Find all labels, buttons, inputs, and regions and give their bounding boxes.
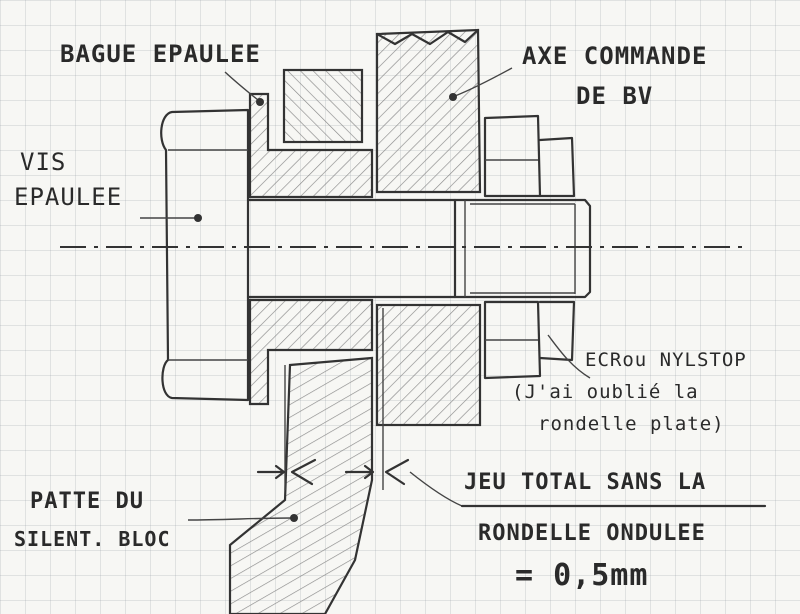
gearbox-control-shaft-bottom bbox=[375, 303, 482, 427]
label-jeu-line3: = 0,5mm bbox=[515, 558, 648, 593]
label-jeu-line1: JEU TOTAL SANS LA bbox=[464, 470, 706, 495]
gearbox-control-shaft-top bbox=[375, 28, 482, 194]
leader-dot-bushing bbox=[256, 98, 264, 106]
label-ecrou-line1: ECRou NYLSTOP bbox=[585, 349, 747, 371]
label-patte-line1: PATTE DU bbox=[30, 489, 144, 514]
screw-thread bbox=[453, 198, 592, 299]
leader-dot-tab bbox=[290, 514, 298, 522]
clearance-dimension-arrows bbox=[256, 458, 410, 486]
leader-lines bbox=[140, 67, 591, 522]
label-bague-epaulee: BAGUE EPAULEE bbox=[60, 40, 261, 68]
label-ecrou-line3: rondelle plate) bbox=[538, 413, 725, 435]
upper-block bbox=[282, 68, 364, 144]
leader-dot-screw bbox=[194, 214, 202, 222]
silent-bloc-tab bbox=[228, 356, 374, 614]
label-jeu-line2: RONDELLE ONDULEE bbox=[478, 521, 706, 546]
label-vis-line1: VIS bbox=[20, 148, 66, 176]
shoulder-bushing-top bbox=[248, 92, 374, 199]
nylstop-nut bbox=[483, 114, 576, 380]
label-axe-line1: AXE COMMANDE bbox=[522, 42, 707, 70]
screw-head bbox=[160, 108, 250, 402]
screw-shank bbox=[246, 198, 457, 299]
label-patte-line2: SILENT. BLOC bbox=[14, 527, 171, 551]
label-vis-line2: EPAULEE bbox=[14, 183, 122, 211]
label-ecrou-line2: (J'ai oublié la bbox=[512, 381, 699, 403]
label-axe-line2: DE BV bbox=[576, 82, 653, 110]
leader-dot-shaft bbox=[449, 93, 457, 101]
shoulder-bushing-bottom bbox=[248, 298, 374, 406]
